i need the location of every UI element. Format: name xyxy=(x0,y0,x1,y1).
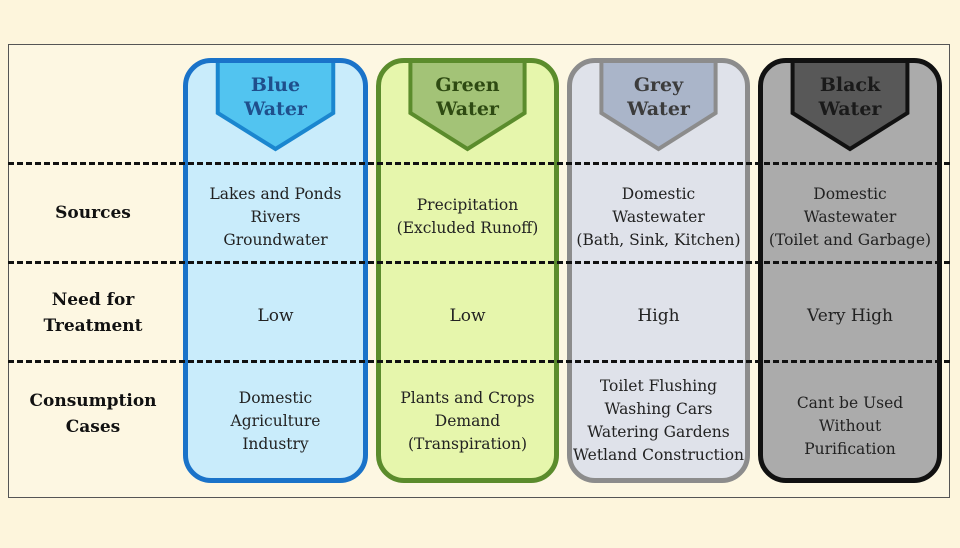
cell-line: Wastewater xyxy=(612,207,705,226)
row-label-line: Consumption xyxy=(29,391,157,411)
cell-line: Lakes and Ponds xyxy=(209,184,342,203)
title-tag-shape xyxy=(790,63,910,152)
cell-line: Cant be Used xyxy=(796,393,904,412)
title-tag-shape xyxy=(599,63,718,152)
cell-treatment: Very High xyxy=(806,306,893,326)
cell-line: Domestic xyxy=(813,184,887,203)
row-label-line: Cases xyxy=(65,417,121,437)
row-label-line: Treatment xyxy=(43,316,143,336)
row-divider xyxy=(8,261,950,264)
cell-line: Demand xyxy=(434,411,501,430)
title-line: Water xyxy=(818,98,882,120)
cell-line: Toilet Flushing xyxy=(599,377,718,395)
cell-line: Agriculture xyxy=(230,411,321,430)
cell-line: Industry xyxy=(242,434,309,453)
cell-line: Wetland Construction xyxy=(572,446,745,464)
row-label-line: Need for xyxy=(51,290,135,310)
title-line: Green xyxy=(435,74,500,96)
cell-line: Rivers xyxy=(250,207,301,226)
cell-line: Wastewater xyxy=(803,207,897,226)
row-label-sources: Sources xyxy=(55,203,131,223)
title-line: Blue xyxy=(250,74,301,96)
cell-line: Purification xyxy=(804,439,896,458)
title-tag-shape xyxy=(408,63,527,152)
cell-line: Domestic xyxy=(238,388,313,407)
cell-line: Watering Gardens xyxy=(587,423,730,441)
column-title: Blue Water xyxy=(188,73,363,121)
column-title: Green Water xyxy=(381,73,554,121)
cell-line: Domestic xyxy=(621,184,696,203)
row-label-treatment: Need for Treatment xyxy=(8,287,178,339)
cell-line: (Bath, Sink, Kitchen) xyxy=(576,230,741,249)
row-divider xyxy=(8,360,950,363)
cell-line: (Excluded Runoff) xyxy=(396,219,539,237)
cell-treatment: Low xyxy=(449,306,486,326)
title-line: Black xyxy=(819,74,881,96)
cell-line: (Transpiration) xyxy=(407,434,528,453)
title-line: Water xyxy=(627,98,690,120)
cell-line: Precipitation xyxy=(416,196,519,214)
column-title: Black Water xyxy=(763,73,937,121)
cell-treatment: Low xyxy=(257,306,294,326)
cell-line: Groundwater xyxy=(223,230,328,249)
row-label-consumption: Consumption Cases xyxy=(8,388,178,440)
title-line: Grey xyxy=(633,74,684,96)
title-tag-shape xyxy=(215,63,336,152)
cell-line: Plants and Crops xyxy=(400,388,535,407)
cell-treatment: High xyxy=(637,306,680,326)
cell-sources: Precipitation (Excluded Runoff) xyxy=(381,194,554,240)
column-green-water: Green Water Precipitation (Excluded Runof… xyxy=(376,58,559,483)
cell-line: Without xyxy=(818,416,882,435)
title-line: Water xyxy=(436,98,499,120)
title-line: Water xyxy=(244,98,307,120)
row-divider xyxy=(8,162,950,165)
cell-line: (Toilet and Garbage) xyxy=(768,230,932,249)
column-title: Grey Water xyxy=(572,73,745,121)
cell-line: Washing Cars xyxy=(604,400,713,418)
